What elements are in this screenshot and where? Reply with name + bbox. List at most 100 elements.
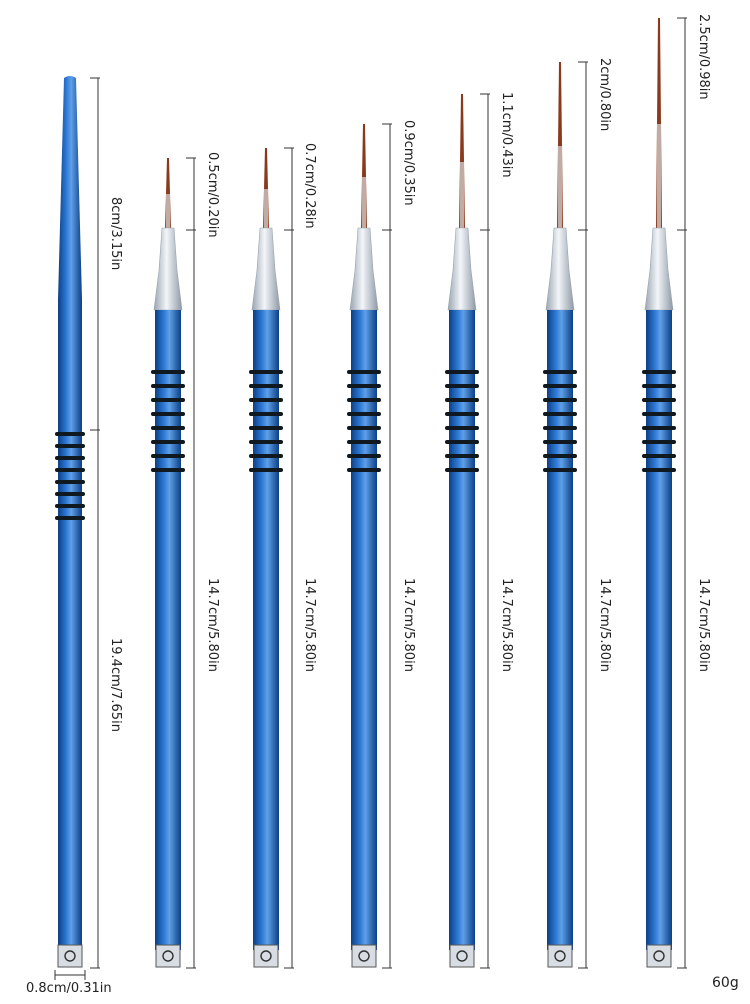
- brush-grip-ring: [151, 454, 185, 458]
- brush-bristle-base: [264, 189, 268, 230]
- brush-handle: [646, 310, 672, 950]
- brush-end-cap: [155, 944, 181, 968]
- brush-grip-ring: [151, 468, 185, 472]
- dotting-grip-ring: [55, 468, 85, 472]
- brush-grip-ring: [347, 426, 381, 430]
- dotting-grip-ring: [55, 492, 85, 496]
- brush-grip-ring: [249, 412, 283, 416]
- brush-end-cap: [253, 944, 279, 968]
- brush-end-mark: [162, 950, 174, 962]
- brush-handle: [351, 310, 377, 950]
- brush-grip-ring: [249, 370, 283, 374]
- brush-grip-ring: [151, 384, 185, 388]
- brush-grip-ring: [445, 370, 479, 374]
- brush-1: [151, 158, 185, 968]
- brush-6-handle-label: 14.7cm/5.80in: [696, 578, 711, 672]
- brush-ferrule: [447, 227, 477, 311]
- brush-2-bristle-label: 0.7cm/0.28in: [302, 143, 317, 229]
- brush-grip-ring: [151, 370, 185, 374]
- brush-grip-ring: [642, 370, 676, 374]
- dotting-upper-length-label: 8cm/3.15in: [108, 197, 123, 271]
- brush-end-cap: [351, 944, 377, 968]
- brush-2: [249, 148, 283, 968]
- dotting-grip-ring: [55, 432, 85, 436]
- brush-grip-ring: [151, 440, 185, 444]
- brush-grip-ring: [543, 412, 577, 416]
- brush-end-mark: [554, 950, 566, 962]
- brush-6-bristle-label: 2.5cm/0.98in: [696, 14, 711, 100]
- brush-ferrule: [545, 227, 575, 311]
- brush-end-cap: [646, 944, 672, 968]
- brush-grip-ring: [347, 440, 381, 444]
- brush-5: [543, 62, 577, 968]
- brush-grip-ring: [347, 370, 381, 374]
- brush-grip-ring: [543, 440, 577, 444]
- brush-handle: [253, 310, 279, 950]
- brush-grip-ring: [347, 454, 381, 458]
- brush-end-cap: [547, 944, 573, 968]
- brush-end-mark: [653, 950, 665, 962]
- brush-grip-ring: [249, 440, 283, 444]
- brush-grip-ring: [445, 384, 479, 388]
- brush-grip-ring: [543, 384, 577, 388]
- brush-grip-ring: [151, 398, 185, 402]
- brush-4-handle-label: 14.7cm/5.80in: [499, 578, 514, 672]
- brush-grip-ring: [249, 454, 283, 458]
- weight-label: 60g: [712, 975, 739, 991]
- brush-end-mark: [358, 950, 370, 962]
- dotting-tool-end-cap: [57, 944, 83, 968]
- brush-grip-ring: [642, 412, 676, 416]
- brush-ferrule: [349, 227, 379, 311]
- brush-grip-ring: [642, 398, 676, 402]
- dotting-grip-ring: [55, 516, 85, 520]
- brush-handle: [155, 310, 181, 950]
- brush-5-handle-label: 14.7cm/5.80in: [597, 578, 612, 672]
- brush-grip-ring: [445, 440, 479, 444]
- brush-grip-ring: [543, 426, 577, 430]
- brush-grip-ring: [445, 468, 479, 472]
- brush-grip-ring: [249, 426, 283, 430]
- brush-grip-ring: [543, 468, 577, 472]
- dotting-tool-tip: [58, 76, 82, 300]
- brush-grip-ring: [642, 468, 676, 472]
- brush-grip-ring: [347, 412, 381, 416]
- brush-grip-ring: [543, 454, 577, 458]
- dotting-grip-ring: [55, 504, 85, 508]
- brush-grip-ring: [445, 398, 479, 402]
- brush-4-bristle-label: 1.1cm/0.43in: [499, 92, 514, 178]
- brush-1-bristle-label: 0.5cm/0.20in: [205, 152, 220, 238]
- brush-grip-ring: [347, 384, 381, 388]
- brush-1-handle-label: 14.7cm/5.80in: [205, 578, 220, 672]
- brush-bristle-base: [362, 177, 366, 230]
- dotting-total-length-label: 19.4cm/7.65in: [108, 638, 123, 732]
- brush-grip-ring: [642, 454, 676, 458]
- brush-4: [445, 94, 479, 968]
- brush-bristle-base: [166, 194, 170, 230]
- brush-handle: [449, 310, 475, 950]
- brush-grip-ring: [445, 426, 479, 430]
- dotting-tool-shaft: [58, 300, 82, 945]
- brush-3-handle-label: 14.7cm/5.80in: [401, 578, 416, 672]
- brush-2-handle-label: 14.7cm/5.80in: [302, 578, 317, 672]
- brush-5-bristle-label: 2cm/0.80in: [597, 58, 612, 132]
- brush-grip-ring: [347, 468, 381, 472]
- brush-grip-ring: [445, 412, 479, 416]
- brush-grip-ring: [347, 398, 381, 402]
- brush-grip-ring: [249, 384, 283, 388]
- brush-handle: [547, 310, 573, 950]
- brush-grip-ring: [642, 440, 676, 444]
- brush-bristle-base: [657, 124, 661, 230]
- brush-3-bristle-label: 0.9cm/0.35in: [401, 120, 416, 206]
- brush-grip-ring: [249, 468, 283, 472]
- dotting-tool: [55, 76, 85, 968]
- brush-grip-ring: [642, 384, 676, 388]
- brush-end-mark: [260, 950, 272, 962]
- brush-grip-ring: [151, 412, 185, 416]
- brush-3: [347, 124, 381, 968]
- dotting-grip-ring: [55, 456, 85, 460]
- brush-grip-ring: [151, 426, 185, 430]
- dotting-grip-ring: [55, 444, 85, 448]
- brush-ferrule: [644, 227, 674, 311]
